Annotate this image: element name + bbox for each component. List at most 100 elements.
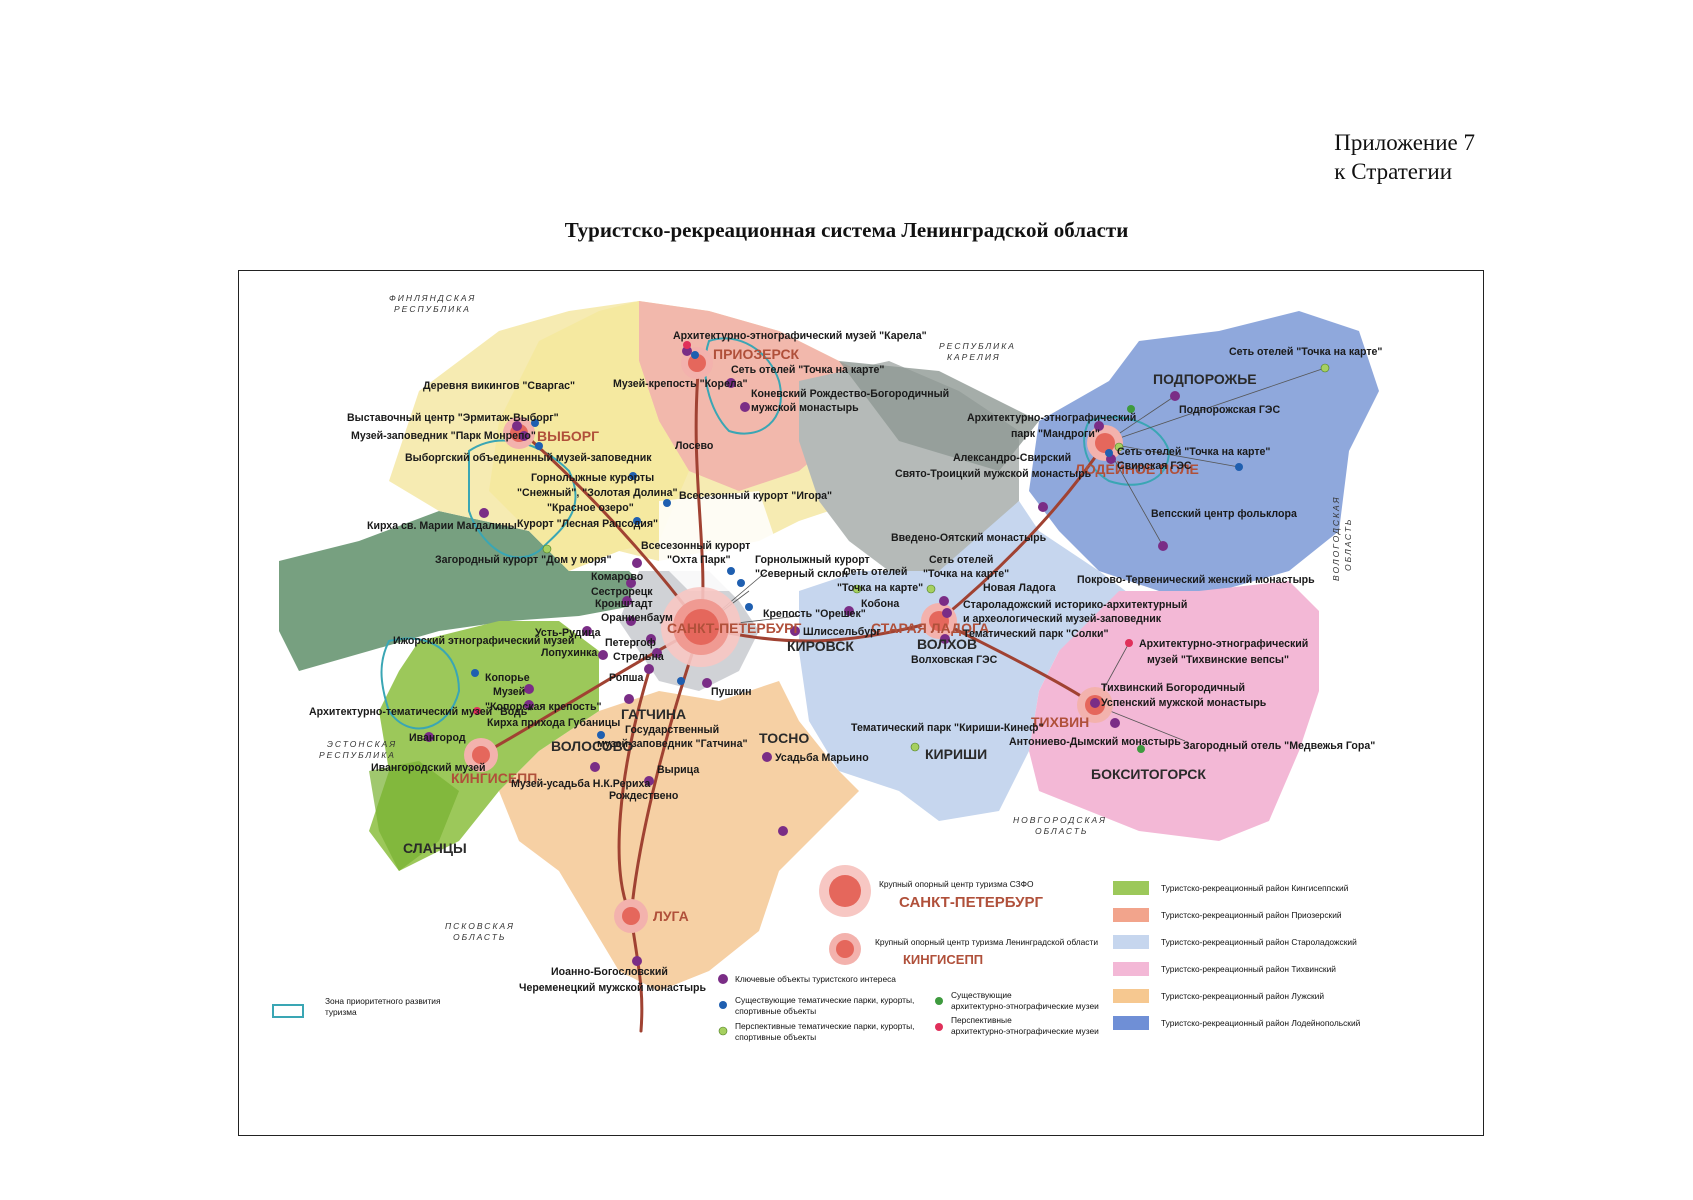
markers-future-museums <box>473 341 1133 715</box>
legend-district-1: Туристско-рекреационный район Кингисеппс… <box>1161 883 1349 893</box>
hub-luga <box>614 899 648 933</box>
label-ski-resorts-1: Горнолыжные курорты <box>531 472 654 484</box>
legend-future-museums-1: Перспективные <box>951 1015 1012 1025</box>
label-hotels-podp: Сеть отелей "Точка на карте" <box>1229 346 1382 358</box>
gulf-of-finland <box>279 511 659 671</box>
label-okhta-park-1: Всесезонный курорт <box>641 540 750 552</box>
label-oreshek: Крепость "Орешек" <box>763 608 866 620</box>
label-oranienbaum: Ораниенбаум <box>601 612 673 624</box>
label-staraya-ladoga-museum-1: Староладожский историко-архитектурный <box>963 599 1187 611</box>
city-kirishi: КИРИШИ <box>925 746 987 762</box>
lake-ladoga-north <box>839 361 1039 471</box>
label-cheremenets-2: Череменецкий мужской монастырь <box>519 982 706 994</box>
legend: Крупный опорный центр туризма СЗФО САНКТ… <box>272 865 1361 1042</box>
label-svyato-troitsky: Свято-Троицкий мужской монастырь <box>895 468 1092 480</box>
label-kronshtadt: Кронштадт <box>595 598 653 610</box>
label-shlisselburg: Шлиссельбург <box>803 626 881 638</box>
route-kingisepp-luga <box>617 669 651 918</box>
neighbor-karelia-2: КАРЕЛИЯ <box>947 352 1001 362</box>
map-svg: ФИНЛЯНДСКАЯ РЕСПУБЛИКА РЕСПУБЛИКА КАРЕЛИ… <box>239 271 1483 1135</box>
priority-zone-outline-3 <box>1083 416 1171 486</box>
label-tikhvin-vepsy-2: музей "Тихвинские вепсы" <box>1147 654 1289 666</box>
label-gatchina-2: музей-заповедник "Гатчина" <box>597 738 748 750</box>
label-podp-ges: Подпорожская ГЭС <box>1179 404 1280 416</box>
legend-priority-zone-2: туризма <box>325 1007 357 1017</box>
label-volkhov-ges: Волховская ГЭС <box>911 654 998 666</box>
label-novaya-ladoga: Новая Ладога <box>983 582 1056 594</box>
label-pokrovo-terv: Покрово-Тервенический женский монастырь <box>1077 574 1315 586</box>
label-solki: Тематический парк "Солки" <box>963 628 1109 640</box>
label-ivangorod-museum: Ивангородский музей <box>371 762 486 774</box>
district-staraya-ladoga <box>799 501 1139 821</box>
map-frame: ФИНЛЯНДСКАЯ РЕСПУБЛИКА РЕСПУБЛИКА КАРЕЛИ… <box>238 270 1484 1136</box>
appendix-note: Приложение 7 к Стратегии <box>1334 128 1475 186</box>
city-priozersk: ПРИОЗЕРСК <box>713 346 800 362</box>
priority-zone-outline-4 <box>380 637 461 730</box>
city-kirovsk: КИРОВСК <box>787 638 854 654</box>
label-ski-resorts-2: "Снежный", "Золотая Долина" <box>517 487 678 499</box>
label-vyborg-museum: Выборгский объединенный музей-заповедник <box>405 452 652 464</box>
label-staraya-ladoga-museum-2: и археологический музей-заповедник <box>963 613 1162 625</box>
label-cheremenets-1: Иоанно-Богословский <box>551 966 668 978</box>
label-hermitage-vyborg: Выставочный центр "Эрмитаж-Выборг" <box>347 412 559 424</box>
label-koporye: Копорье <box>485 672 530 684</box>
label-hotels-kobona-2: "Точка на карте" <box>837 582 923 594</box>
label-kirishi-park: Тематический парк "Кириши-Кинеф" <box>851 722 1043 734</box>
label-mandrogi-2: парк "Мандроги" <box>1011 428 1100 440</box>
label-tikhvin-monastery-2: Успенский мужской монастырь <box>1101 697 1267 709</box>
label-kirkha-mm: Кирха св. Марии Магдалины <box>367 520 517 532</box>
label-hotels-lp: Сеть отелей "Точка на карте" <box>1117 446 1270 458</box>
label-losevo: Лосево <box>675 440 714 452</box>
label-okhta-park-2: "Охта Парк" <box>667 554 730 566</box>
legend-key-objects: Ключевые объекты туристского интереса <box>735 974 896 984</box>
city-kingisepp: КИНГИСЕПП <box>451 770 537 786</box>
label-svirskaya-ges: Свирская ГЭС <box>1117 460 1192 472</box>
legend-big-center-label: Крупный опорный центр туризма СЗФО <box>879 879 1034 889</box>
neighbor-estonia-1: ЭСТОНСКАЯ <box>327 739 397 749</box>
markers-existing-museums <box>1127 405 1145 753</box>
label-vvedeno-oyatsky: Введено-Оятский монастырь <box>891 532 1047 544</box>
label-kirkha-gubanitsy: Кирха прихода Губаницы <box>487 717 620 729</box>
label-rozhdestveno: Рождествено <box>609 790 679 802</box>
label-gatchina-1: Государственный <box>625 724 719 736</box>
hub-spb <box>661 587 741 667</box>
neighbor-vologda-2: ОБЛАСТЬ <box>1343 518 1353 571</box>
label-pushkin: Пушкин <box>711 686 752 698</box>
city-vyborg: ВЫБОРГ <box>537 428 599 444</box>
label-komarovo: Комарово <box>591 571 644 583</box>
legend-district-2: Туристско-рекреационный район Приозерски… <box>1161 910 1342 920</box>
legend-big-center-city: САНКТ-ПЕТЕРБУРГ <box>899 894 1044 911</box>
label-konevsky-2: мужской монастырь <box>751 402 859 414</box>
label-igora: Всесезонный курорт "Игора" <box>679 490 832 502</box>
neighbor-finland-2: РЕСПУБЛИКА <box>394 304 471 314</box>
city-slantsy: СЛАНЦЫ <box>403 840 467 856</box>
city-lodeynoe: ЛОДЕЙНОЕ ПОЛЕ <box>1075 460 1199 477</box>
link-2 <box>1104 442 1240 468</box>
label-aleksandro-svirsky: Александро-Свирский <box>953 452 1071 464</box>
neighbor-estonia-2: РЕСПУБЛИКА <box>319 750 396 760</box>
markers-future-parks <box>542 363 1330 752</box>
city-staraya-ladoga: СТАРАЯ ЛАДОГА <box>871 620 989 636</box>
legend-district-3: Туристско-рекреационный район Староладож… <box>1161 937 1357 947</box>
city-spb: САНКТ-ПЕТЕРБУРГ <box>667 620 801 636</box>
legend-center-city: КИНГИСЕПП <box>903 952 983 967</box>
legend-future-museums-2: архитектурно-этнографические музеи <box>951 1026 1099 1036</box>
route-ladoga-lodeynoe <box>937 441 1107 623</box>
city-volosovo: ВОЛОСОВО <box>551 738 633 754</box>
label-konevsky-1: Коневский Рождество-Богородичный <box>751 388 949 400</box>
appendix-line-2: к Стратегии <box>1334 159 1453 184</box>
hub-lodeynoe <box>1087 425 1123 461</box>
karelian-isthmus-white <box>659 491 779 591</box>
label-antonievo: Антониево-Дымский монастырь <box>1009 736 1181 748</box>
neighbor-finland-1: ФИНЛЯНДСКАЯ <box>389 293 476 303</box>
city-tosno: ТОСНО <box>759 730 809 746</box>
legend-district-6: Туристско-рекреационный район Лодейнопол… <box>1161 1018 1361 1028</box>
priority-zone-outline-2 <box>704 337 782 435</box>
place-labels: Архитектурно-этнографический музей "Каре… <box>309 330 1382 994</box>
page-title: Туристско-рекреационная система Ленингра… <box>564 218 1129 242</box>
label-medvezhya-gora: Загородный отель "Медвежья Гора" <box>1183 740 1375 752</box>
label-lesnaya-rapsodia: Курорт "Лесная Рапсодия" <box>517 518 658 530</box>
district-lodeynoe-pole <box>1029 311 1379 591</box>
city-gatchina: ГАТЧИНА <box>621 706 686 722</box>
label-severny-sklon-1: Горнолыжный курорт <box>755 554 870 566</box>
